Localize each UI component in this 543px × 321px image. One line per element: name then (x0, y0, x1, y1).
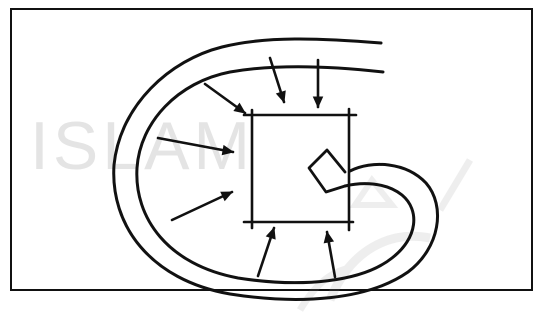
inward-arrow-head (314, 97, 323, 107)
return-arrow (309, 150, 345, 192)
inward-arrow-shaft (158, 138, 233, 152)
inward-arrow-head (267, 228, 276, 239)
inward-arrow-head (221, 192, 232, 200)
central-box (244, 109, 356, 230)
watermark-seal (300, 160, 470, 310)
inward-arrow-head (222, 146, 233, 155)
inward-arrow-head (324, 232, 333, 243)
inward-arrow-head (277, 91, 286, 102)
